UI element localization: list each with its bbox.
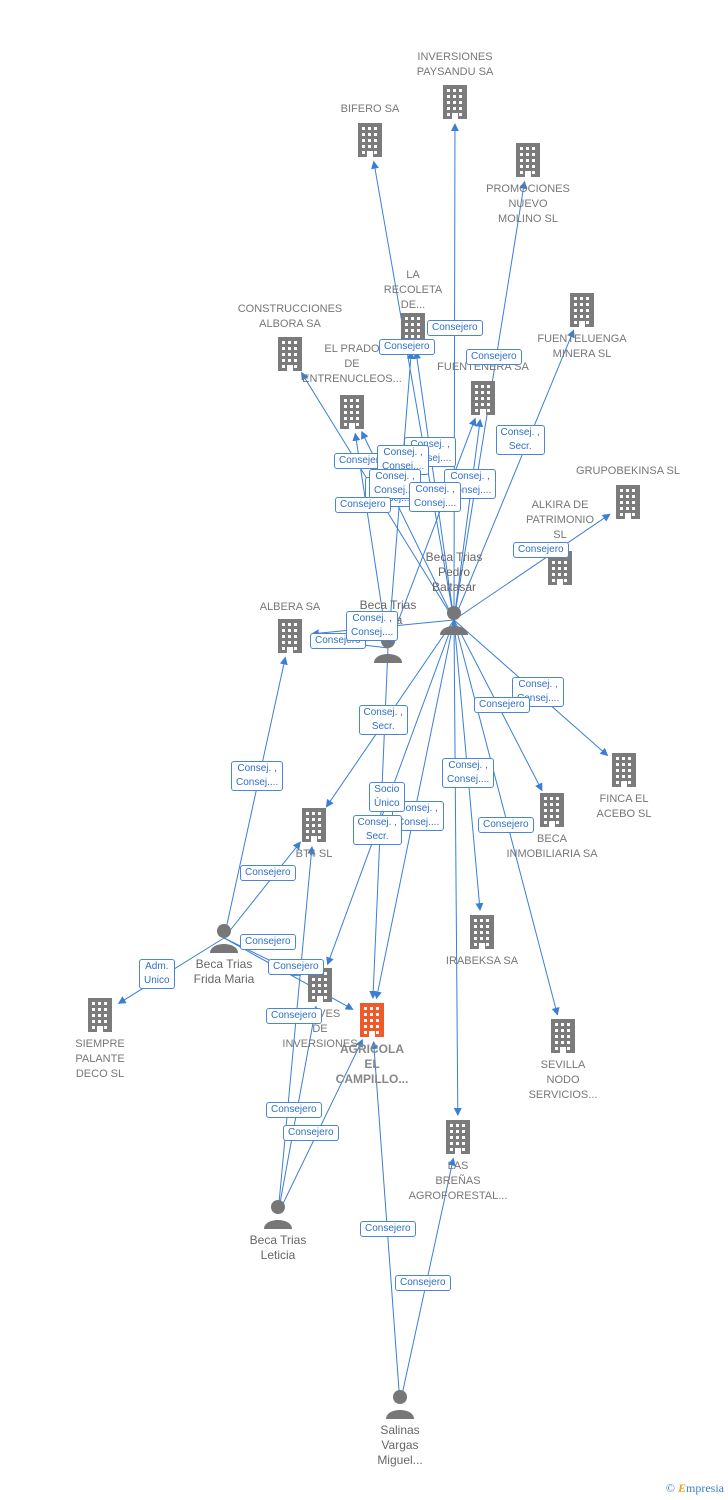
grupobekinsa-building-icon[interactable]	[613, 484, 643, 525]
edge-label-32[interactable]: Consejero	[395, 1275, 451, 1291]
leticia-person-icon[interactable]	[263, 1199, 293, 1234]
paysandu-building-icon[interactable]	[440, 84, 470, 125]
edge-pedro-to-fuenteluenga	[453, 329, 575, 621]
edge-label-30[interactable]: Consejero	[335, 497, 391, 513]
edge-label-17[interactable]: Consej. , Secr.	[352, 815, 402, 845]
edge-label-31[interactable]: Consejero	[360, 1221, 416, 1237]
edge-label-8[interactable]: Consejero	[513, 542, 569, 558]
sevilla-building-icon[interactable]	[548, 1018, 578, 1059]
frida-label[interactable]: Beca Trias Frida Maria	[193, 957, 255, 986]
edge-label-2[interactable]: Consejero	[466, 349, 522, 365]
edge-pedro-to-grupobekinsa	[453, 513, 611, 621]
edge-label-23[interactable]: Consej. , Consej....	[231, 761, 284, 791]
construcciones-building-icon[interactable]	[275, 336, 305, 377]
edge-pedro-to-fuentenera	[453, 418, 484, 621]
edge-lucia-to-fuentenera	[387, 417, 477, 649]
fuenteluenga-building-icon[interactable]	[567, 292, 597, 333]
edge-label-3[interactable]: Consej. , Consej....	[404, 437, 457, 467]
promociones-building-icon[interactable]	[513, 142, 543, 183]
edge-pedro-to-brenas	[453, 619, 462, 1117]
alkira-label[interactable]: ALKIRA DE PATRIMONIO SL	[525, 499, 595, 541]
bt4-building-icon[interactable]	[299, 807, 329, 848]
finca-building-icon[interactable]	[609, 752, 639, 793]
prado-building-icon[interactable]	[337, 394, 367, 435]
irabeksa-label[interactable]: IRABEKSA SA	[445, 955, 519, 967]
beca_inmo-building-icon[interactable]	[537, 792, 567, 833]
edge-label-28[interactable]: Consejero	[266, 1102, 322, 1118]
edge-label-13[interactable]: Consej. , Consej....	[442, 758, 495, 788]
frida-person-icon[interactable]	[209, 923, 239, 958]
brenas-label[interactable]: LAS BREÑAS AGROFORESTAL...	[408, 1160, 508, 1202]
edge-label-26[interactable]: Adm. Unico	[139, 959, 175, 989]
albera-building-icon[interactable]	[275, 618, 305, 659]
construcciones-label[interactable]: CONSTRUCCIONES ALBORA SA	[237, 303, 343, 330]
edge-label-29[interactable]: Consejero	[283, 1125, 339, 1141]
pedro-label[interactable]: Beca Trias Pedro Baltasar	[425, 550, 483, 594]
fuenteluenga-label[interactable]: FUENTELUENGA MINERA SL	[537, 333, 627, 360]
siempre-building-icon[interactable]	[85, 997, 115, 1038]
bifero-building-icon[interactable]	[355, 122, 385, 163]
leticia-label[interactable]: Beca Trias Leticia	[249, 1233, 307, 1262]
brand-initial: E	[677, 1481, 686, 1495]
copyright-symbol: ©	[665, 1481, 675, 1495]
grupobekinsa-label[interactable]: GRUPOBEKINSA SL	[576, 465, 680, 477]
edge-label-16[interactable]: Consejero	[240, 865, 296, 881]
edge-label-22[interactable]: Socio Único	[369, 782, 405, 812]
edge-label-4[interactable]: Consej. , Secr.	[495, 425, 545, 455]
recoleta-label[interactable]: LA RECOLETA DE...	[383, 269, 443, 311]
brand-name: mpresia	[686, 1481, 724, 1495]
pedro-person-icon[interactable]	[439, 605, 469, 640]
agricola-building-icon[interactable]	[357, 1002, 387, 1043]
edge-label-5[interactable]: Consejero	[334, 453, 390, 469]
albera-label[interactable]: ALBERA SA	[259, 601, 321, 613]
brenas-building-icon[interactable]	[443, 1119, 473, 1160]
edge-frida-to-bt4	[223, 841, 301, 939]
agricola-label[interactable]: AGRICOLA EL CAMPILLO...	[335, 1042, 409, 1086]
empresia-watermark: © Empresia	[666, 1481, 724, 1496]
edge-label-25[interactable]: Consejero	[268, 959, 324, 975]
fuentenera-building-icon[interactable]	[468, 380, 498, 421]
edge-label-1[interactable]: Consejero	[379, 339, 435, 355]
edge-pedro-to-bifero	[371, 160, 455, 621]
siempre-label[interactable]: SIEMPRE PALANTE DECO SL	[75, 1038, 125, 1080]
edge-label-14[interactable]: Consejero	[478, 817, 534, 833]
edge-label-21[interactable]: Consej. , Consej....	[346, 611, 399, 641]
bifero-label[interactable]: BIFERO SA	[340, 103, 400, 115]
edge-pedro-to-paysandu	[450, 122, 459, 621]
sevilla-label[interactable]: SEVILLA NODO SERVICIOS...	[528, 1059, 598, 1101]
bt4-label[interactable]: BT4 SL	[295, 848, 333, 860]
edge-label-7[interactable]: Consej. , Consej....	[444, 469, 497, 499]
edge-label-11[interactable]: Consejero	[474, 697, 530, 713]
paysandu-label[interactable]: INVERSIONES PAYSANDU SA	[416, 51, 494, 78]
irabeksa-building-icon[interactable]	[467, 914, 497, 955]
salinas-person-icon[interactable]	[385, 1389, 415, 1424]
promociones-label[interactable]: PROMOCIONES NUEVO MOLINO SL	[486, 183, 570, 225]
edge-frida-to-albera	[223, 656, 288, 939]
beca_inmo-label[interactable]: BECA INMOBILIARIA SA	[506, 833, 598, 860]
finca-label[interactable]: FINCA EL ACEBO SL	[596, 793, 652, 820]
edge-leticia-to-bt4	[277, 845, 316, 1215]
prado-label[interactable]: EL PRADO DE ENTRENUCLEOS...	[302, 343, 402, 385]
edge-label-20[interactable]: Consej. , Consej....	[409, 482, 462, 512]
edge-label-0[interactable]: Consejero	[427, 320, 483, 336]
edge-label-12[interactable]: Consej. , Secr.	[358, 705, 408, 735]
edge-label-27[interactable]: Consejero	[266, 1008, 322, 1024]
edge-label-24[interactable]: Consejero	[240, 934, 296, 950]
salinas-label[interactable]: Salinas Vargas Miguel...	[377, 1423, 423, 1467]
